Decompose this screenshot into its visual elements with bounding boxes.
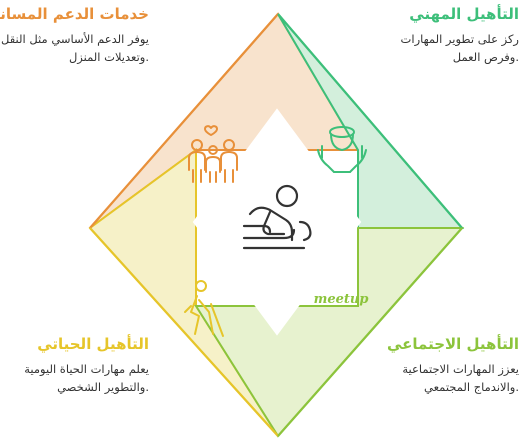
support-title: خدمات الدعم المساندة bbox=[0, 5, 149, 23]
daily-life-section: التأهيل الحياتي يعلم مهارات الحياة اليوم… bbox=[24, 334, 149, 396]
vocational-desc-line: ركز على تطوير المهارات bbox=[400, 32, 519, 46]
daily-life-desc-line: .والتطوير الشخصي bbox=[57, 380, 149, 394]
vocational-desc-line: .وفرص العمل bbox=[452, 50, 519, 64]
family-icon bbox=[188, 125, 238, 183]
support-desc-line: .وتعديلات المنزل bbox=[68, 50, 149, 64]
massage-therapy-icon bbox=[242, 184, 312, 250]
person-with-cane-icon bbox=[184, 280, 224, 337]
vocational-description: ركز على تطوير المهارات .وفرص العمل bbox=[401, 30, 519, 66]
meetup-logo: meetup bbox=[314, 292, 369, 307]
social-section: التأهيل الاجتماعي يعزز المهارات الاجتماع… bbox=[387, 334, 519, 396]
social-title: التأهيل الاجتماعي bbox=[386, 335, 519, 353]
social-desc-line: يعزز المهارات الاجتماعية bbox=[402, 362, 519, 376]
support-section: خدمات الدعم المساندة يوفر الدعم الأساسي … bbox=[0, 4, 149, 66]
support-description: يوفر الدعم الأساسي مثل النقل .وتعديلات ا… bbox=[0, 30, 149, 66]
daily-life-title: التأهيل الحياتي bbox=[37, 335, 149, 353]
vocational-section: التأهيل المهني ركز على تطوير المهارات .و… bbox=[401, 4, 519, 66]
daily-life-description: يعلم مهارات الحياة اليومية .والتطوير الش… bbox=[24, 360, 149, 396]
center-diamond bbox=[192, 108, 362, 336]
caring-hands-icon bbox=[317, 126, 367, 173]
daily-life-desc-line: يعلم مهارات الحياة اليومية bbox=[24, 362, 149, 376]
social-desc-line: .والاندماج المجتمعي bbox=[424, 380, 519, 394]
vocational-title: التأهيل المهني bbox=[409, 5, 519, 23]
support-desc-line: يوفر الدعم الأساسي مثل النقل bbox=[0, 32, 149, 46]
social-description: يعزز المهارات الاجتماعية .والاندماج المج… bbox=[387, 360, 519, 396]
